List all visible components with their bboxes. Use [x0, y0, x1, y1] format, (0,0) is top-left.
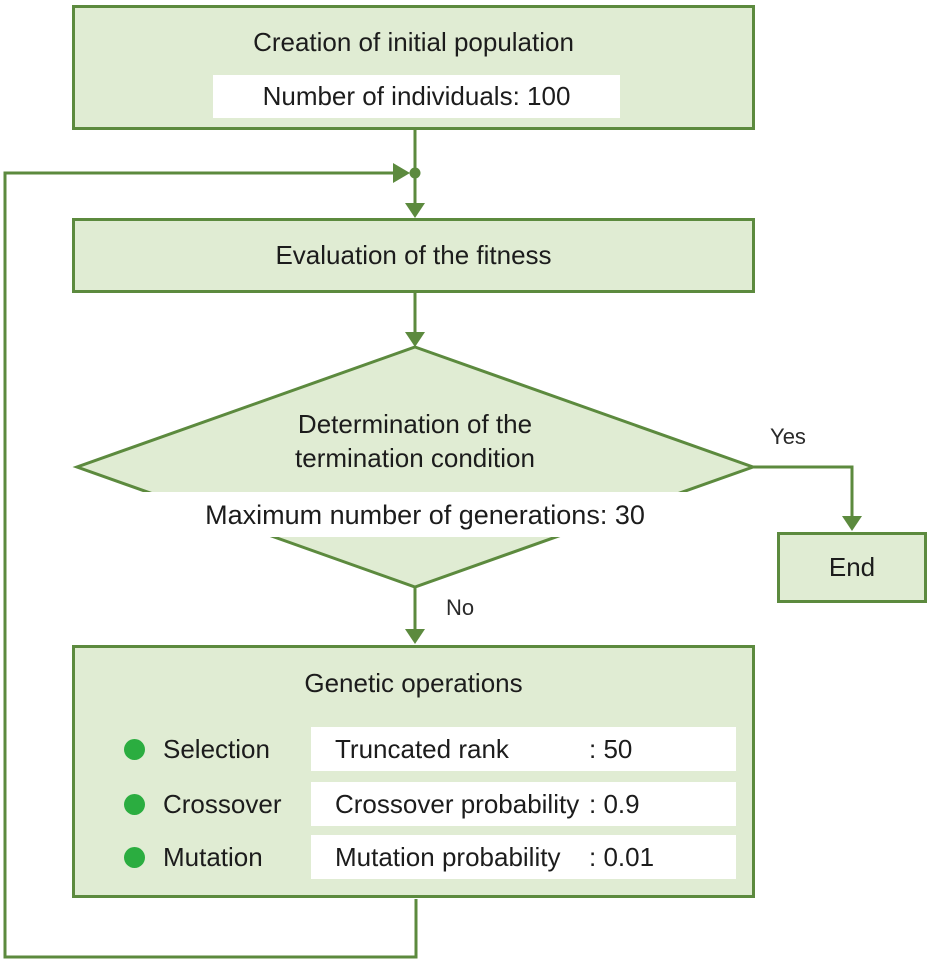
bullet-icon: [124, 794, 145, 815]
param-value: : 0.9: [589, 788, 640, 819]
down-arrowhead-icon: [405, 629, 425, 644]
genetic-row-mutation: Mutation Mutation probability : 0.01: [75, 835, 752, 880]
down-arrowhead-icon: [842, 516, 862, 531]
node-title: End: [828, 552, 876, 582]
node-evaluation: Evaluation of the fitness: [72, 218, 755, 293]
no-connector: [405, 587, 425, 644]
param-value: : 50: [589, 733, 633, 764]
decision-title-line1: Determination of the: [297, 409, 533, 439]
node-end: End: [777, 532, 927, 603]
yes-connector: [753, 465, 862, 531]
bullet-icon: [124, 847, 145, 868]
loopback-arrowhead-icon: [393, 163, 410, 183]
genetic-row-crossover: Crossover Crossover probability : 0.9: [75, 782, 752, 827]
param-name: Truncated rank: [335, 733, 509, 764]
operation-param: Crossover probability : 0.9: [311, 782, 736, 826]
junction-dot-icon: [409, 167, 421, 179]
initial-population-param: Number of individuals: 100: [213, 75, 620, 118]
node-title: Creation of initial population: [253, 27, 574, 57]
operation-label: Selection: [163, 734, 270, 764]
decision-title: Determination of the termination conditi…: [215, 407, 615, 475]
param-name: Mutation probability: [335, 841, 561, 872]
yes-branch-label: Yes: [770, 424, 806, 449]
node-genetic-operations: Genetic operations Selection Truncated r…: [72, 645, 755, 898]
no-branch-label: No: [446, 595, 475, 620]
operation-label: Mutation: [163, 842, 263, 872]
evaluation-to-decision-connector: [405, 293, 425, 347]
param-name: Crossover probability: [335, 788, 580, 819]
decision-param: Maximum number of generations: 30: [205, 499, 645, 530]
operation-param: Truncated rank : 50: [311, 727, 736, 771]
down-arrowhead-icon: [405, 332, 425, 347]
operation-param: Mutation probability : 0.01: [311, 835, 736, 879]
operation-label: Crossover: [163, 789, 282, 819]
genetic-row-selection: Selection Truncated rank : 50: [75, 727, 752, 772]
param-value: : 0.01: [589, 841, 655, 872]
node-title: Evaluation of the fitness: [275, 240, 552, 270]
bullet-icon: [124, 739, 145, 760]
node-initial-population: Creation of initial population Number of…: [72, 5, 755, 130]
start-to-evaluation-connector: [405, 130, 425, 218]
decision-title-line2: termination condition: [295, 443, 535, 473]
down-arrowhead-icon: [405, 203, 425, 218]
node-title: Genetic operations: [304, 668, 523, 698]
